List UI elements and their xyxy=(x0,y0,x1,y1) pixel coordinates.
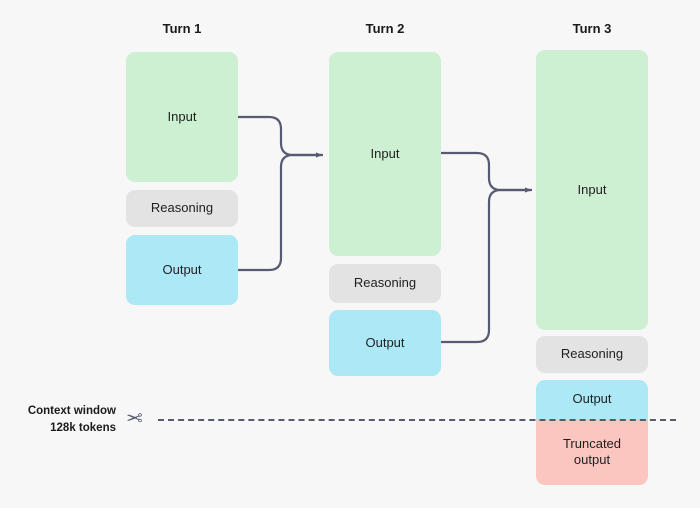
turn-2-reasoning-label: Reasoning xyxy=(353,275,417,291)
connector-turn2-output-to-turn3 xyxy=(439,188,533,344)
turn-2-output-block: Output xyxy=(329,310,441,376)
context-window-cut-line xyxy=(158,419,676,421)
turn-1-reasoning-label: Reasoning xyxy=(150,200,214,216)
turn-3-truncated-output-label: Truncated output xyxy=(562,435,622,467)
turn-1-input-label: Input xyxy=(167,108,197,124)
turn-1-output-block: Output xyxy=(126,235,238,305)
turn-1-input-block: Input xyxy=(126,52,238,182)
turn-3-output-label: Output xyxy=(572,391,612,407)
connector-turn1-output-to-turn2 xyxy=(236,153,324,272)
scissors-icon: ✂ xyxy=(126,408,143,430)
connector-turn2-input-to-turn3 xyxy=(439,151,533,193)
turn-2-input-block: Input xyxy=(329,52,441,256)
context-window-title: Context window xyxy=(27,405,116,417)
turn-2-output-label: Output xyxy=(365,334,405,350)
turn-3-input-label: Input xyxy=(577,181,607,197)
turn-2-title: Turn 2 xyxy=(365,21,405,36)
turn-3-output-block: Output xyxy=(536,380,648,419)
context-window-label: Context window 128k tokens xyxy=(0,403,116,436)
context-window-tokens: 128k tokens xyxy=(50,421,116,434)
turn-3-truncated-output-block: Truncated output xyxy=(536,419,648,485)
connector-turn1-input-to-turn2 xyxy=(236,115,324,158)
turn-3-reasoning-block: Reasoning xyxy=(536,336,648,373)
turn-3-reasoning-label: Reasoning xyxy=(560,346,624,362)
turn-3-title: Turn 3 xyxy=(572,21,612,36)
turn-1-title: Turn 1 xyxy=(162,21,202,36)
turn-1-reasoning-block: Reasoning xyxy=(126,190,238,227)
turn-2-reasoning-block: Reasoning xyxy=(329,264,441,303)
turn-2-input-label: Input xyxy=(370,145,400,161)
turn-1-output-label: Output xyxy=(162,261,202,277)
turn-3-input-block: Input xyxy=(536,50,648,330)
